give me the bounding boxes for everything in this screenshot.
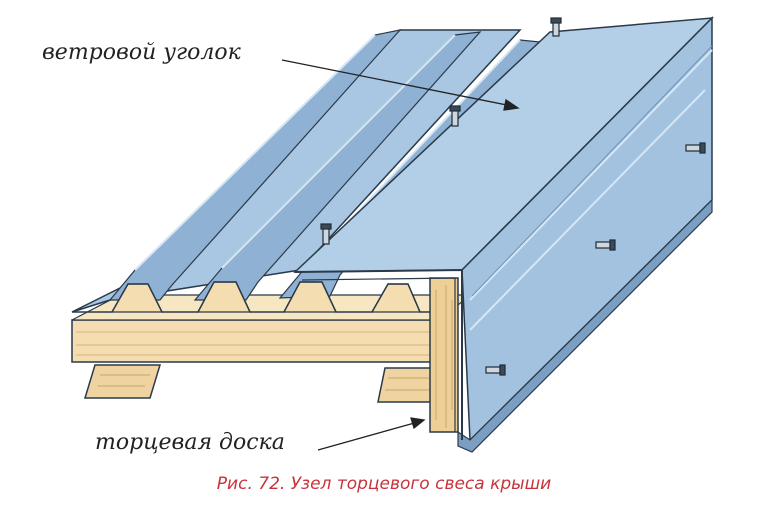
screw-icon [320, 17, 706, 376]
sheathing-board [71, 294, 472, 363]
wind-bar-label: ветровой уголок [42, 40, 241, 65]
rafters [83, 364, 441, 403]
wind-bar [293, 16, 714, 453]
fascia-board-label: торцевая доска [95, 430, 285, 455]
fascia-board [429, 277, 459, 433]
figure-caption: Рис. 72. Узел торцевого свеса крыши [216, 474, 552, 494]
leader-lines [281, 59, 520, 451]
